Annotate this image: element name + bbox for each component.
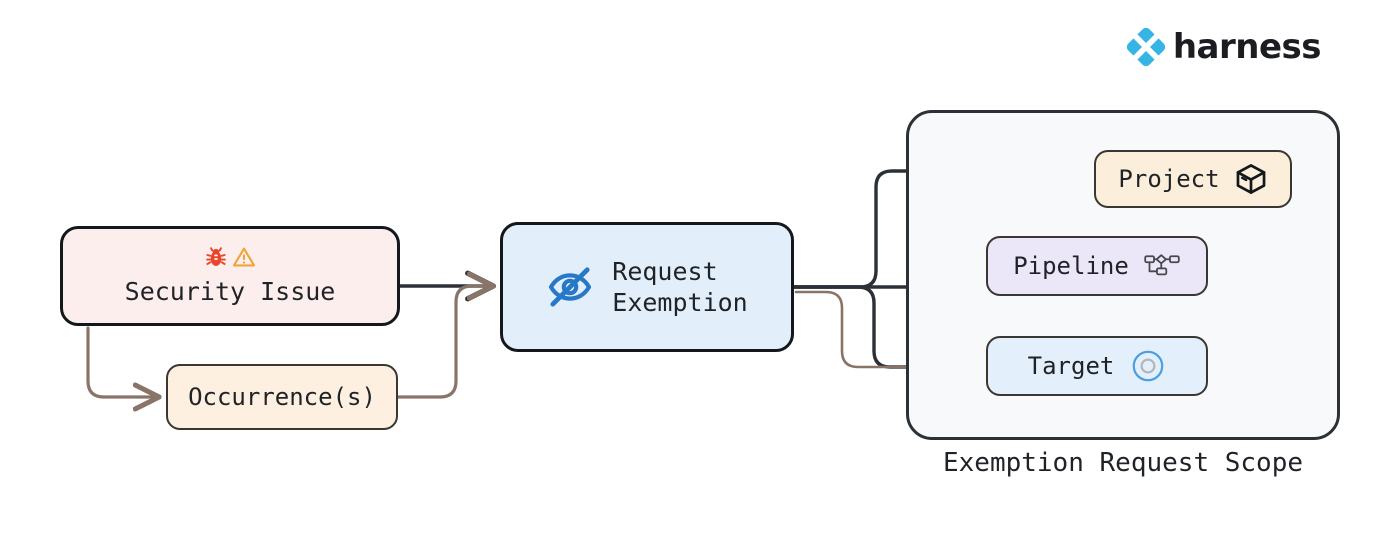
- node-request-exemption-label: Request Exemption: [612, 256, 748, 317]
- eye-off-icon: [546, 263, 594, 311]
- security-issue-icons: [204, 245, 256, 274]
- exemption-request-scope-label: Exemption Request Scope: [942, 448, 1304, 478]
- edge-security-to-occurrences: [86, 326, 158, 397]
- node-pipeline-label: Pipeline: [1013, 252, 1129, 280]
- warning-triangle-icon: [232, 245, 256, 274]
- harness-diamond-logo-icon: [1126, 28, 1165, 66]
- node-request-exemption[interactable]: Request Exemption: [500, 222, 794, 352]
- harness-logo: harness: [1126, 27, 1322, 67]
- node-security-issue-label: Security Issue: [124, 276, 336, 306]
- pipeline-nodes-icon: [1143, 252, 1181, 280]
- node-occurrences-label: Occurrence(s): [188, 383, 376, 411]
- cube-icon: [1234, 162, 1268, 196]
- node-security-issue[interactable]: Security Issue: [60, 226, 400, 326]
- node-target[interactable]: Target: [986, 336, 1208, 396]
- harness-wordmark: harness: [1172, 27, 1322, 67]
- node-pipeline[interactable]: Pipeline: [986, 236, 1208, 296]
- node-project[interactable]: Project: [1094, 150, 1292, 208]
- bug-icon: [204, 245, 228, 274]
- edge-occurrences-to-request: [396, 286, 492, 399]
- node-occurrences[interactable]: Occurrence(s): [166, 364, 398, 430]
- node-project-label: Project: [1118, 165, 1220, 193]
- target-circle-icon: [1130, 348, 1166, 384]
- node-target-label: Target: [1027, 352, 1115, 380]
